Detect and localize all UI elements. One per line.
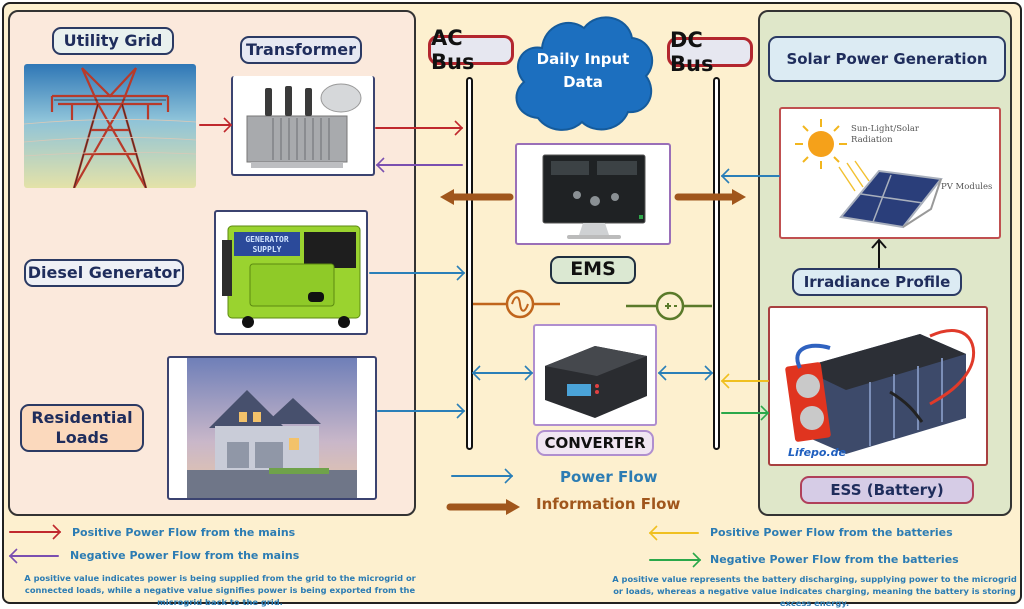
battery-icon: Lifepo.de — [785, 329, 976, 459]
svg-text:Radiation: Radiation — [851, 135, 893, 145]
utility-grid-label: Utility Grid — [52, 27, 174, 55]
mains-explanation-note: A positive value indicates power is bein… — [24, 573, 416, 608]
diesel-generator-image: GENERATOR SUPPLY — [214, 210, 368, 335]
ems-label: EMS — [550, 256, 636, 284]
legend-mains-positive-label: Positive Power Flow from the mains — [72, 526, 296, 539]
ac-bus-bar — [466, 77, 473, 450]
irradiance-profile-label: Irradiance Profile — [792, 268, 962, 296]
solar-pv-image: Sun-Light/Solar Radiation PV Modules — [779, 107, 1001, 239]
power-flow-legend-label: Power Flow — [560, 468, 658, 486]
ems-monitor-image — [515, 143, 671, 245]
information-flow-legend-label: Information Flow — [536, 495, 681, 513]
transformer-image — [231, 76, 375, 176]
cloud-icon — [515, 16, 654, 131]
transmission-tower-icon — [24, 67, 196, 188]
solar-panel-icon: Sun-Light/Solar Radiation PV Modules — [795, 119, 992, 229]
svg-text:SUPPLY: SUPPLY — [253, 245, 282, 254]
sunlight-caption: Sun-Light/Solar — [851, 124, 920, 134]
house-icon — [187, 358, 357, 498]
legend-battery-positive-label: Positive Power Flow from the batteries — [710, 526, 953, 539]
transformer-icon — [246, 83, 362, 168]
utility-grid-image — [24, 64, 196, 188]
legend-mains-negative-label: Negative Power Flow from the mains — [70, 549, 300, 562]
residential-house-image — [167, 356, 377, 500]
legend-battery-negative-label: Negative Power Flow from the batteries — [710, 553, 959, 566]
generator-icon: GENERATOR SUPPLY — [222, 225, 361, 328]
pv-modules-caption: PV Modules — [941, 182, 992, 192]
battery-brand-text: Lifepo.de — [788, 446, 847, 459]
monitor-icon — [542, 154, 646, 239]
converter-image — [533, 324, 657, 426]
dc-bus-bar — [713, 77, 720, 450]
inverter-icon — [545, 346, 647, 418]
diesel-generator-label: Diesel Generator — [24, 259, 184, 287]
ac-bus-label: AC Bus — [428, 26, 514, 74]
dc-bus-label: DC Bus — [667, 28, 753, 76]
battery-image: Lifepo.de — [768, 306, 988, 466]
solar-power-generation-label: Solar Power Generation — [768, 36, 1006, 82]
generator-brand-text: GENERATOR — [245, 235, 289, 244]
battery-explanation-note: A positive value represents the battery … — [612, 574, 1017, 609]
converter-label: CONVERTER — [536, 430, 654, 456]
ess-battery-label: ESS (Battery) — [800, 476, 974, 504]
transformer-label: Transformer — [240, 36, 362, 64]
